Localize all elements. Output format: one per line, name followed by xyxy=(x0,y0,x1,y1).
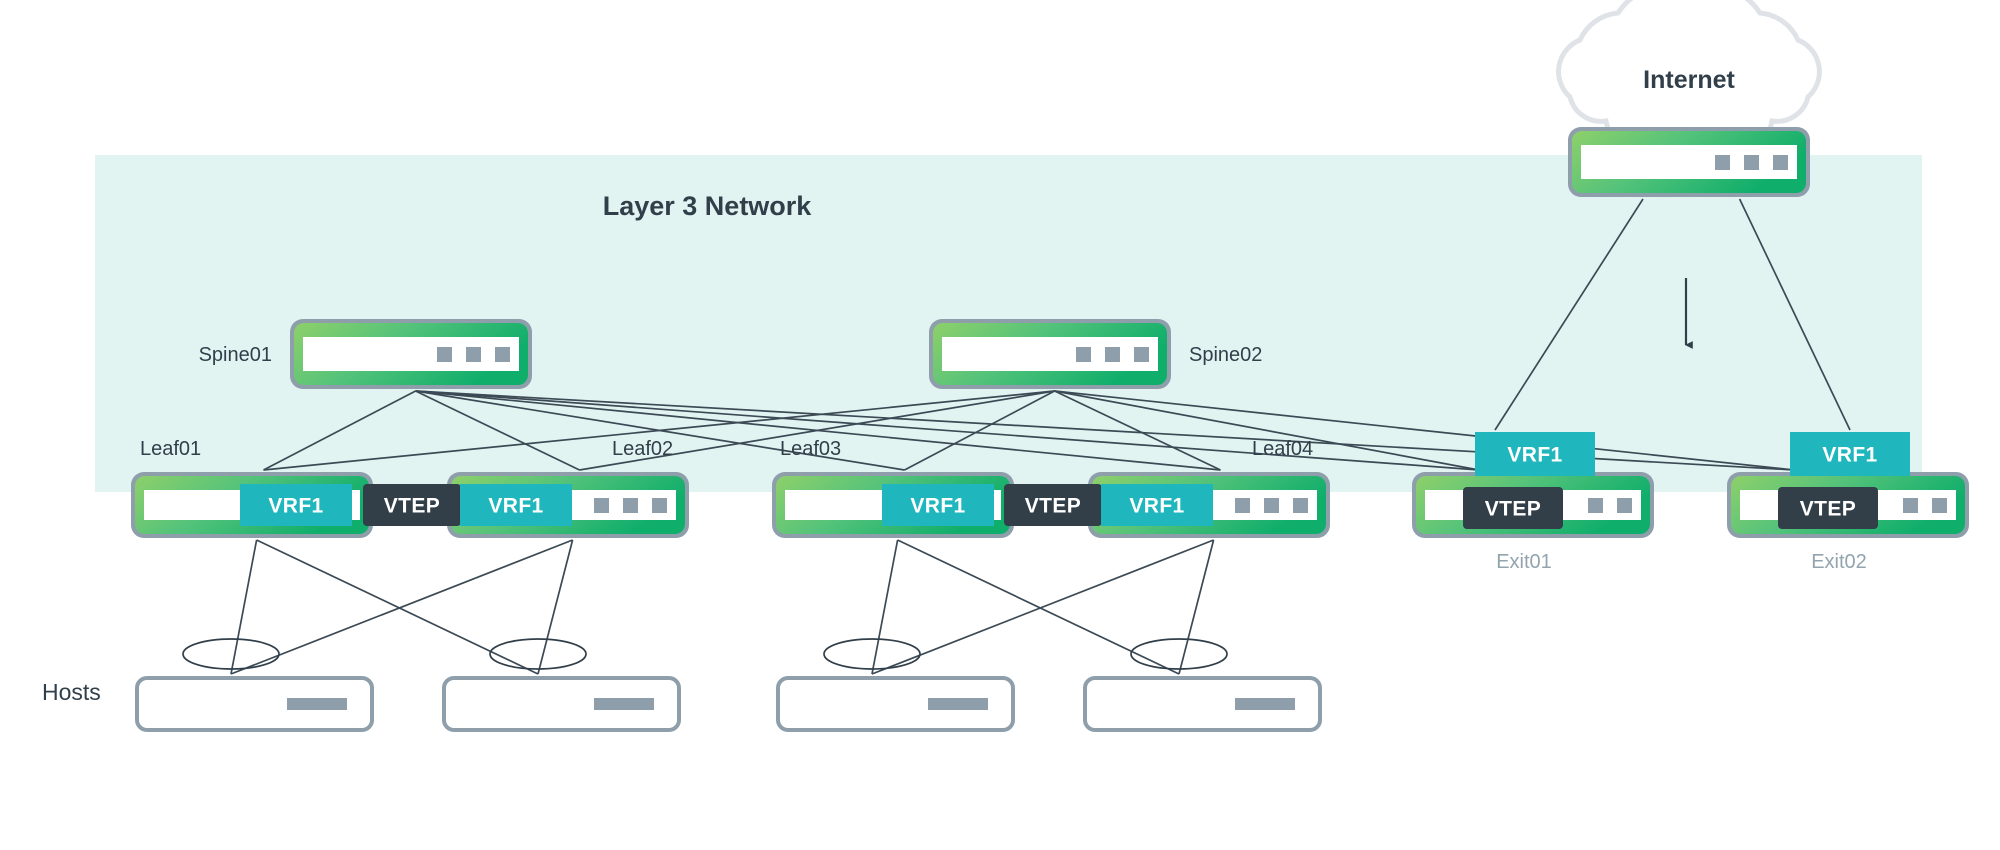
vrf-chip-1[interactable]: VRF1 xyxy=(240,484,352,526)
port-indicator-icon xyxy=(1134,347,1149,362)
host-chassis xyxy=(442,676,681,732)
link-spine-leaf xyxy=(263,390,1055,471)
link-leaf-host xyxy=(230,539,258,675)
host-3[interactable] xyxy=(776,638,1015,732)
hosts-label: Hosts xyxy=(42,679,101,705)
vtep-chip-2[interactable]: VTEP xyxy=(363,484,461,526)
vtep-chip-5[interactable]: VTEP xyxy=(1004,484,1102,526)
internet-label: Internet xyxy=(1643,66,1735,94)
port-indicator-icon xyxy=(1744,155,1759,170)
link-spine-leaf xyxy=(1054,390,1221,471)
port-indicator-icon xyxy=(1588,498,1603,513)
link-spine-leaf xyxy=(579,390,1055,471)
chip-label: VRF1 xyxy=(268,495,323,518)
vtep-chip-exit01-vtep[interactable]: VTEP xyxy=(1463,487,1563,529)
port-indicator-icon xyxy=(495,347,510,362)
port-indicator-icon xyxy=(1293,498,1308,513)
link-leaf-host xyxy=(871,539,899,675)
port-indicator-icon xyxy=(1715,155,1730,170)
device-front-panel xyxy=(303,337,519,371)
link-leaf-host xyxy=(537,539,574,675)
link-router-exit02 xyxy=(1738,198,1851,431)
vrf-chip-exit02-vrf[interactable]: VRF1 xyxy=(1790,432,1910,476)
page-title: Layer 3 Network xyxy=(603,191,813,221)
device-front-panel xyxy=(1581,145,1797,179)
chip-label: VRF1 xyxy=(1822,444,1877,467)
port-indicator-icon xyxy=(1932,498,1947,513)
port-indicator-icon xyxy=(466,347,481,362)
host-chassis xyxy=(135,676,374,732)
port-indicator-icon xyxy=(1264,498,1279,513)
device-front-panel xyxy=(942,337,1158,371)
device-label-leaf02: Leaf02 xyxy=(612,438,673,460)
host-link-ellipse-icon xyxy=(489,638,587,670)
link-router-exit01 xyxy=(1494,198,1644,431)
device-label-leaf04: Leaf04 xyxy=(1252,438,1313,460)
vrf-chip-exit01-vrf[interactable]: VRF1 xyxy=(1475,432,1595,476)
host-link-ellipse-icon xyxy=(823,638,921,670)
chip-label: VTEP xyxy=(1800,498,1856,521)
host-indicator-icon xyxy=(287,698,347,710)
edge-router-device[interactable] xyxy=(1568,127,1810,197)
device-label-exit02: Exit02 xyxy=(1811,551,1867,573)
device-label-spine02: Spine02 xyxy=(1189,344,1262,366)
host-link-ellipse-icon xyxy=(182,638,280,670)
device-label-spine01: Spine01 xyxy=(199,344,272,366)
vrf-chip-4[interactable]: VRF1 xyxy=(882,484,994,526)
spine-device-spine01[interactable] xyxy=(290,319,532,389)
host-indicator-icon xyxy=(594,698,654,710)
vrf-chip-3[interactable]: VRF1 xyxy=(460,484,572,526)
vrf-chip-6[interactable]: VRF1 xyxy=(1101,484,1213,526)
chip-label: VTEP xyxy=(1025,495,1081,518)
link-spine-leaf xyxy=(415,390,580,471)
spine-device-spine02[interactable] xyxy=(929,319,1171,389)
chip-label: VRF1 xyxy=(488,495,543,518)
link-leaf-host xyxy=(871,539,1214,675)
link-spine-leaf xyxy=(263,390,416,471)
host-indicator-icon xyxy=(1235,698,1295,710)
link-spine-exit xyxy=(1054,390,1795,471)
host-link-ellipse-icon xyxy=(1130,638,1228,670)
chip-label: VRF1 xyxy=(1507,444,1562,467)
port-indicator-icon xyxy=(437,347,452,362)
network-devices-group xyxy=(131,127,1969,538)
port-indicator-icon xyxy=(1076,347,1091,362)
host-chassis xyxy=(1083,676,1322,732)
device-label-leaf03: Leaf03 xyxy=(780,438,841,460)
link-spine-exit xyxy=(415,390,1480,471)
port-indicator-icon xyxy=(1105,347,1120,362)
hosts-group xyxy=(135,638,1322,732)
port-indicator-icon xyxy=(1235,498,1250,513)
chip-label: VRF1 xyxy=(910,495,965,518)
link-spine-leaf xyxy=(904,390,1055,471)
vtep-chip-exit02-vtep[interactable]: VTEP xyxy=(1778,487,1878,529)
host-1[interactable] xyxy=(135,638,374,732)
host-4[interactable] xyxy=(1083,638,1322,732)
host-chassis xyxy=(776,676,1015,732)
host-2[interactable] xyxy=(442,638,681,732)
link-spine-exit xyxy=(1054,390,1480,471)
chip-label: VTEP xyxy=(384,495,440,518)
port-indicator-icon xyxy=(594,498,609,513)
host-indicator-icon xyxy=(928,698,988,710)
chip-label: VTEP xyxy=(1485,498,1541,521)
device-label-exit01: Exit01 xyxy=(1496,551,1552,573)
port-indicator-icon xyxy=(1903,498,1918,513)
port-indicator-icon xyxy=(652,498,667,513)
link-leaf-host xyxy=(230,539,573,675)
device-label-leaf01: Leaf01 xyxy=(140,438,201,460)
port-indicator-icon xyxy=(1617,498,1632,513)
port-indicator-icon xyxy=(623,498,638,513)
port-indicator-icon xyxy=(1773,155,1788,170)
chip-label: VRF1 xyxy=(1129,495,1184,518)
link-leaf-host xyxy=(1178,539,1215,675)
